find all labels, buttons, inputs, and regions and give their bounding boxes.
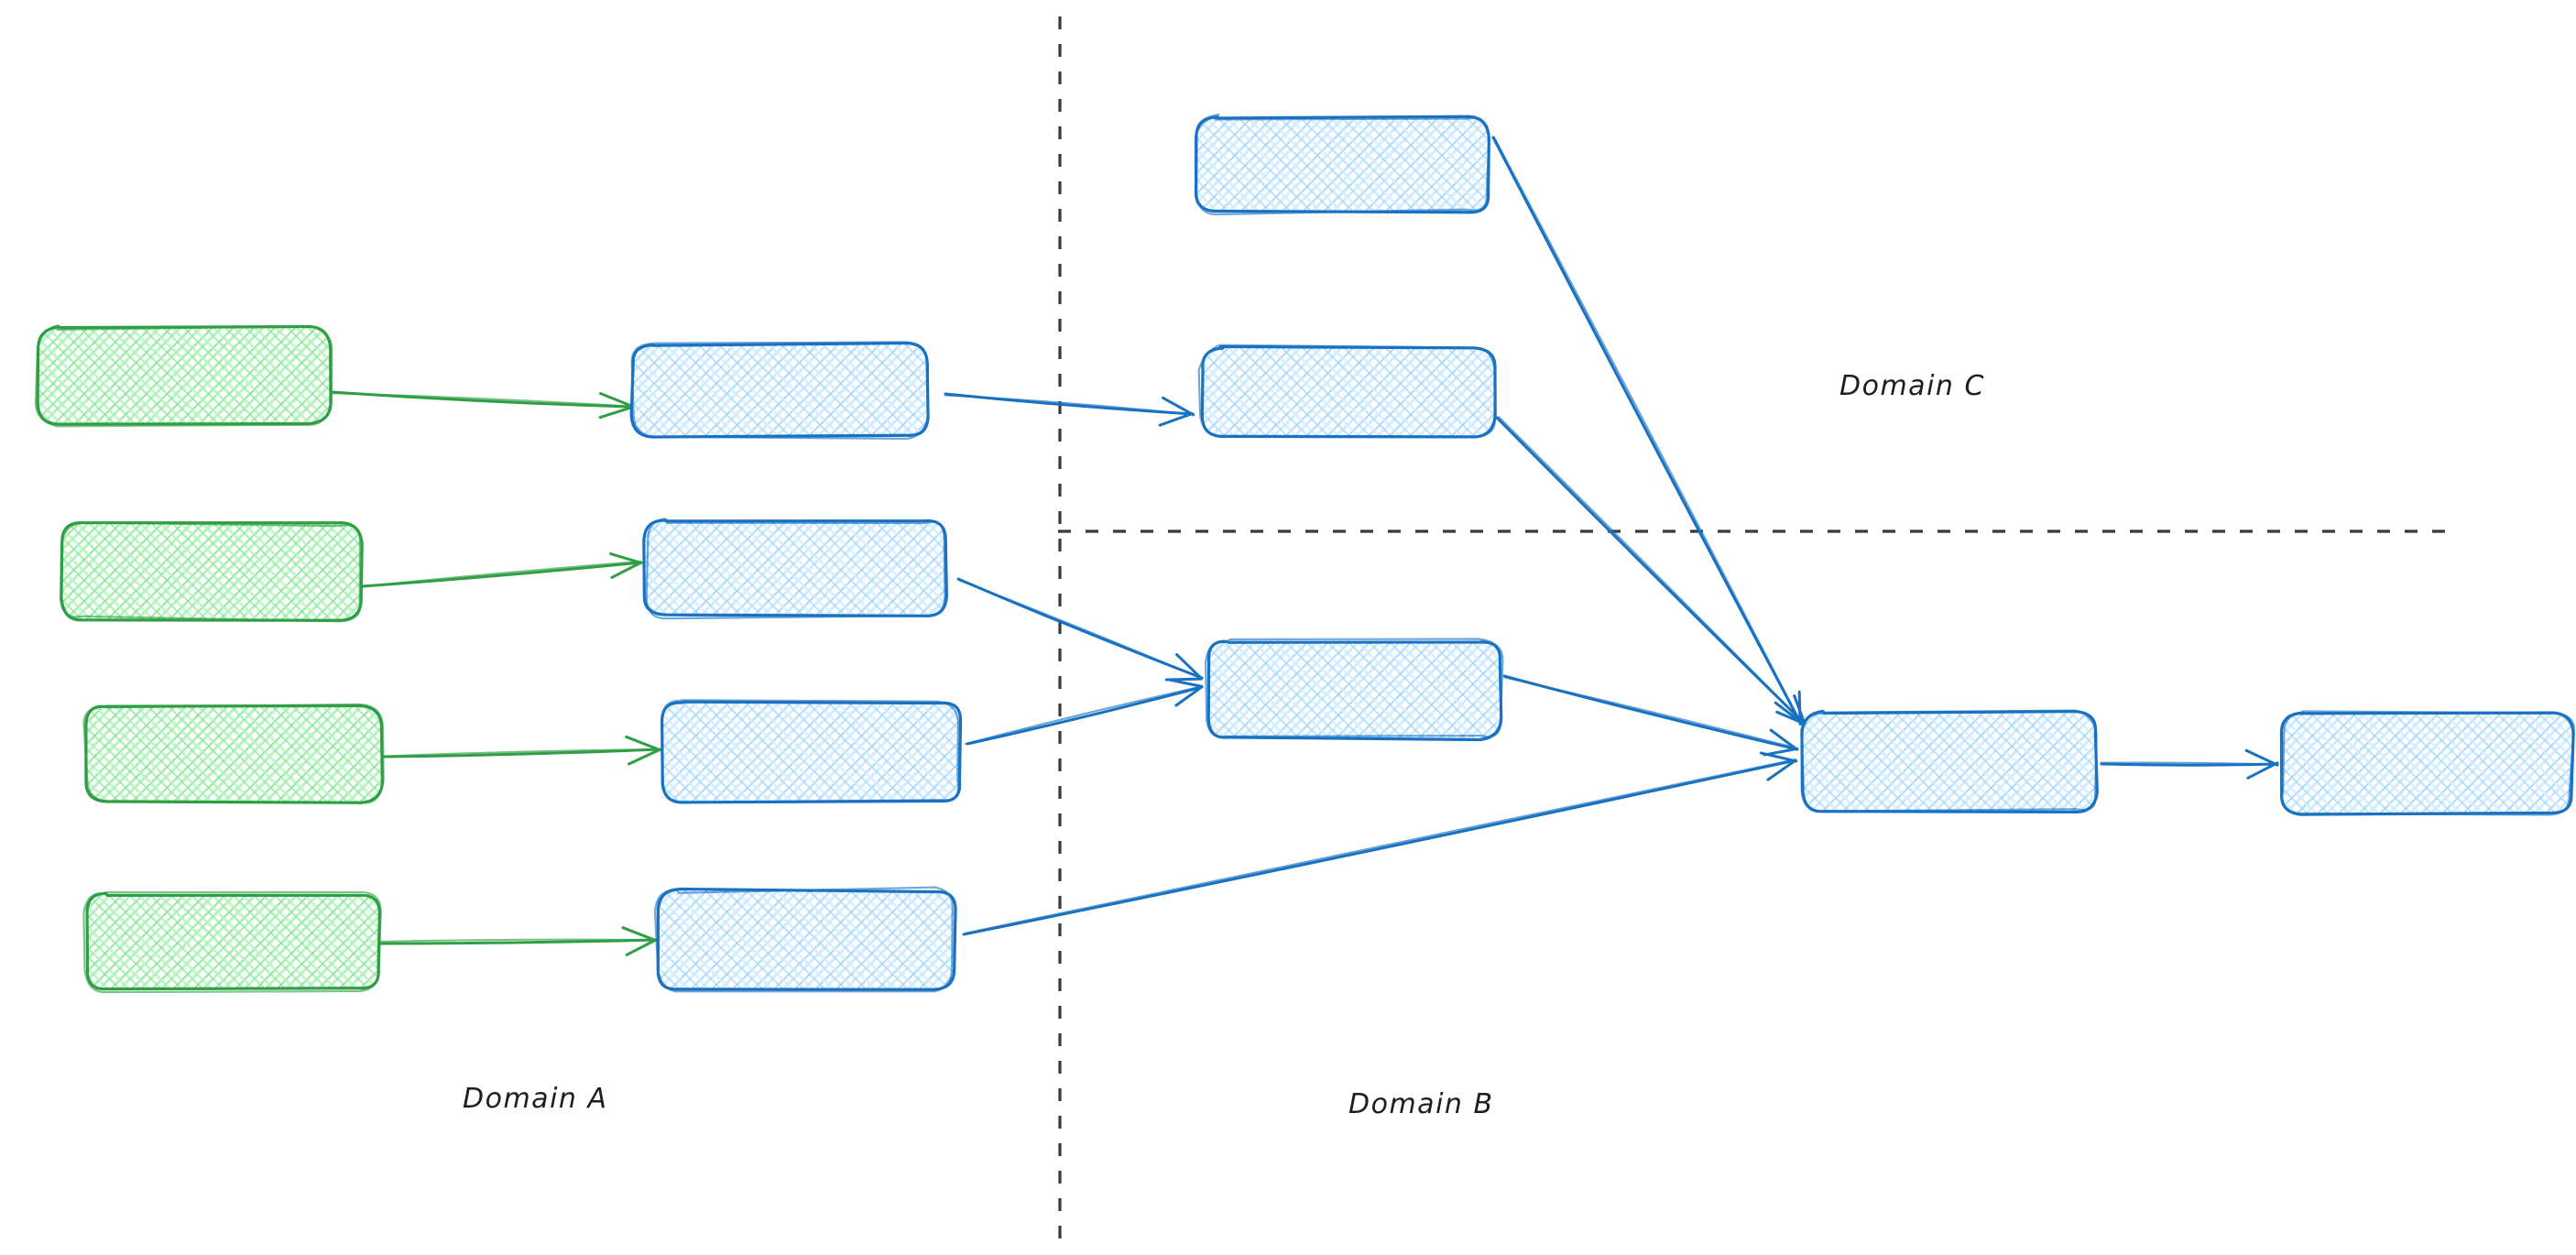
node-c2[interactable] <box>1197 344 1497 439</box>
edge-line <box>964 758 1796 934</box>
node-outline-b4 <box>653 886 954 993</box>
node-fill-c1 <box>1196 117 1490 213</box>
edge-e-a1-b1 <box>329 390 633 420</box>
edge-e-a2-b2 <box>361 552 643 588</box>
arrowhead-stroke <box>621 926 658 943</box>
edge-e-c2-d1 <box>1495 416 1809 728</box>
edge-e-a4-b4 <box>378 926 658 956</box>
node-c3[interactable] <box>1204 638 1504 742</box>
node-fill-c2 <box>1202 348 1495 436</box>
edge-e-b4-d1 <box>962 751 1798 936</box>
edge-e-c1-d1 <box>1491 136 1804 726</box>
edge-line <box>962 758 1797 936</box>
node-b2[interactable] <box>642 518 948 620</box>
arrowhead-stroke <box>625 938 658 956</box>
arrowhead-stroke <box>2244 748 2279 767</box>
node-b1[interactable] <box>629 341 930 441</box>
node-fill-b4 <box>658 890 955 989</box>
node-fill-e1 <box>2281 713 2572 813</box>
edge-line <box>381 748 661 758</box>
node-outline-b2 <box>645 518 946 620</box>
node-outline-d1 <box>1800 709 2098 813</box>
edge-line <box>378 938 657 943</box>
node-outline-c2 <box>1197 344 1496 439</box>
node-outline-c1 <box>1195 113 1490 216</box>
node-outline-b1 <box>630 341 930 441</box>
node-outline-c3 <box>1204 638 1504 738</box>
node-fill-b1 <box>632 344 927 436</box>
node-fill-a1 <box>38 328 330 423</box>
node-fill-b3 <box>663 702 960 802</box>
arrowhead-stroke <box>610 561 643 579</box>
node-fill-a2 <box>62 524 361 619</box>
domain-c-label: Domain C <box>1839 370 1985 402</box>
edge-line <box>965 685 1203 745</box>
arrowhead-stroke <box>1174 686 1203 707</box>
edge-line <box>944 394 1195 416</box>
node-group <box>34 113 2575 994</box>
arrowhead-stroke <box>1175 653 1204 681</box>
node-outline-a2 <box>60 521 362 623</box>
edge-line <box>1504 676 1799 749</box>
edge-e-d1-e1 <box>2100 748 2279 780</box>
node-outline-a3 <box>82 703 385 804</box>
edge-line <box>379 938 658 945</box>
edge-line <box>957 579 1203 680</box>
node-outline-a4 <box>82 890 382 994</box>
edge-line <box>382 748 662 758</box>
node-outline-b3 <box>660 699 960 804</box>
arrowhead-stroke <box>1162 396 1195 417</box>
arrowhead-stroke <box>598 406 632 420</box>
node-a2[interactable] <box>60 521 364 623</box>
node-outline-e1 <box>2281 710 2575 816</box>
node-outline-a4 <box>85 892 381 991</box>
domain-a-label: Domain A <box>463 1083 608 1115</box>
edge-e-b2-c3 <box>956 577 1204 682</box>
node-b3[interactable] <box>660 699 963 804</box>
arrowhead-stroke <box>598 392 633 408</box>
node-e1[interactable] <box>2279 710 2575 816</box>
edge-line <box>1491 136 1803 726</box>
arrowhead-stroke <box>1158 412 1194 427</box>
node-b4[interactable] <box>653 886 957 993</box>
edge-line <box>2100 761 2279 766</box>
edge-line <box>1498 416 1807 726</box>
node-fill-d1 <box>1803 713 2096 812</box>
edge-line <box>966 685 1204 746</box>
arrowhead-stroke <box>628 748 661 766</box>
node-fill-b2 <box>645 520 945 616</box>
arrowhead-stroke <box>1169 678 1204 688</box>
node-outline-a1 <box>34 324 333 428</box>
edge-e-a3-b3 <box>381 735 662 766</box>
arrowhead-stroke <box>1775 710 1809 726</box>
arrowhead-stroke <box>1769 728 1798 751</box>
edge-line <box>1493 136 1803 726</box>
node-outline-b4 <box>656 887 957 991</box>
node-c1[interactable] <box>1194 113 1490 216</box>
edge-e-c3-d1 <box>1502 674 1799 757</box>
node-fill-a4 <box>86 894 379 989</box>
node-d1[interactable] <box>1800 709 2099 813</box>
node-a4[interactable] <box>82 890 382 994</box>
edge-e-b1-c2 <box>944 392 1195 427</box>
arrowhead-stroke <box>625 735 662 752</box>
node-a3[interactable] <box>82 703 385 804</box>
edge-e-b3-c3 <box>965 678 1204 746</box>
edge-line <box>362 560 641 588</box>
edge-group <box>329 136 2279 956</box>
node-outline-c3 <box>1206 639 1503 742</box>
arrowhead-stroke <box>1766 759 1796 781</box>
divider-group <box>1058 16 2448 1241</box>
edge-line <box>329 392 632 408</box>
arrowhead-stroke <box>2246 761 2279 780</box>
arrowhead-stroke <box>1763 747 1798 757</box>
node-fill-a3 <box>86 705 381 802</box>
node-fill-c3 <box>1207 641 1501 738</box>
node-a1[interactable] <box>34 324 333 428</box>
domain-b-label: Domain B <box>1348 1088 1494 1120</box>
arrowhead-stroke <box>609 552 643 564</box>
